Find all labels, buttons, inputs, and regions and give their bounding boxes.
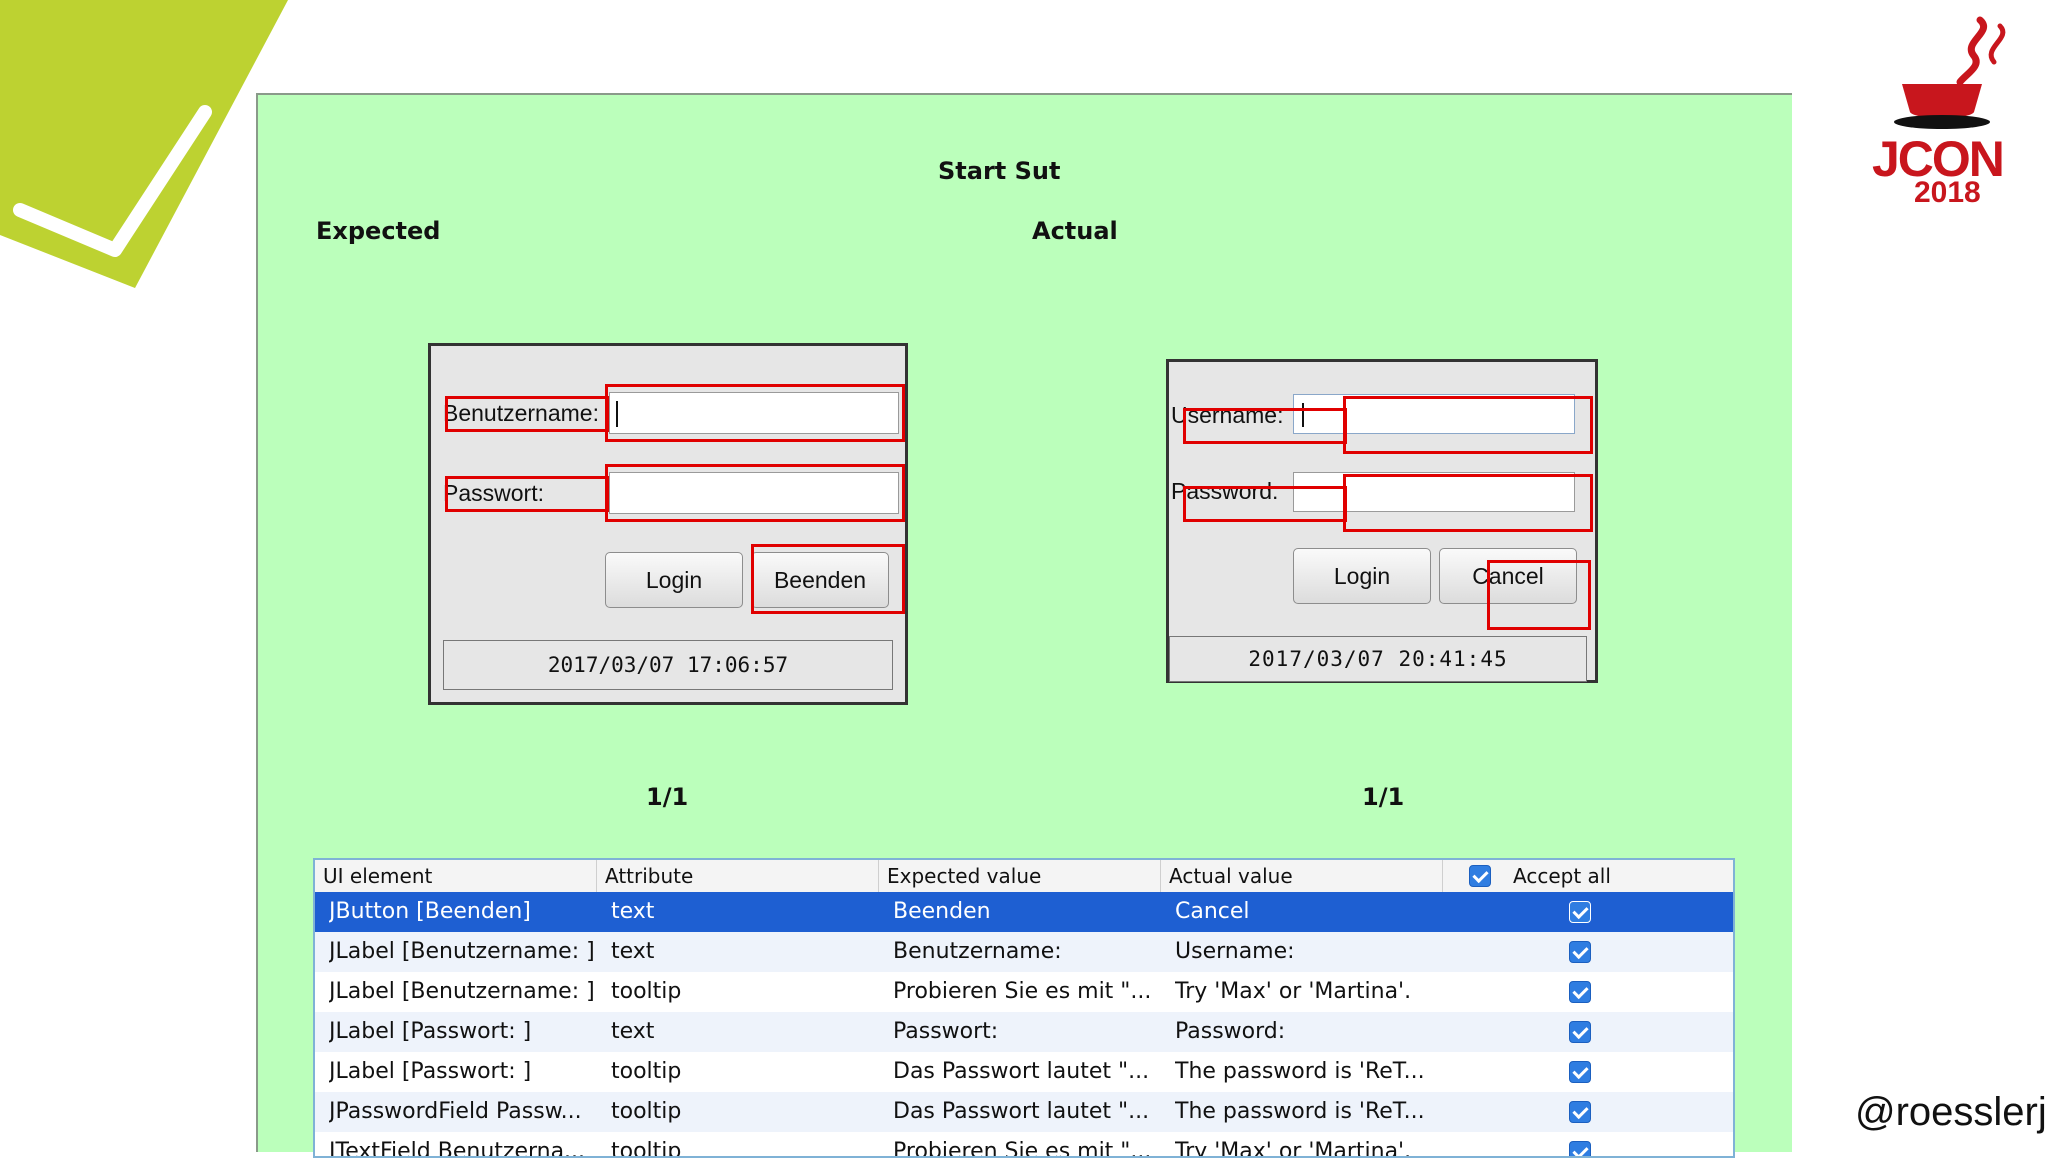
table-cell-expected: Das Passwort lautet "... — [893, 1059, 1150, 1084]
accept-checkbox[interactable] — [1569, 901, 1591, 923]
expected-login-button[interactable]: Login — [605, 552, 743, 608]
expected-username-field[interactable] — [609, 392, 899, 434]
column-header-expected-value[interactable]: Expected value — [879, 860, 1161, 892]
text-caret — [1302, 403, 1304, 427]
column-header-attribute[interactable]: Attribute — [597, 860, 879, 892]
table-cell-attribute: text — [611, 939, 655, 964]
expected-cancel-button[interactable]: Beenden — [751, 552, 889, 608]
accept-checkbox[interactable] — [1569, 981, 1591, 1003]
table-cell-attribute: text — [611, 1019, 655, 1044]
expected-page-indicator: 1/1 — [646, 783, 689, 811]
diff-highlight — [1183, 408, 1347, 444]
actual-cancel-button[interactable]: Cancel — [1439, 548, 1577, 604]
table-cell-attribute: tooltip — [611, 1139, 682, 1158]
table-cell-attribute: text — [611, 899, 655, 924]
diff-highlight — [1343, 474, 1593, 532]
expected-password-field[interactable] — [609, 472, 899, 514]
table-cell-element: JLabel [Passwort: ] — [329, 1019, 532, 1044]
actual-heading: Actual — [1032, 217, 1118, 245]
table-cell-actual: Username: — [1175, 939, 1295, 964]
table-cell-element: JLabel [Passwort: ] — [329, 1059, 532, 1084]
accept-checkbox[interactable] — [1569, 1101, 1591, 1123]
table-cell-expected: Das Passwort lautet "... — [893, 1099, 1150, 1124]
diff-highlight — [445, 396, 609, 432]
corner-check-decoration — [0, 0, 288, 288]
coffee-cup-icon — [1894, 16, 2006, 129]
diff-highlight — [1183, 486, 1347, 522]
twitter-handle: @roesslerj — [1855, 1090, 2047, 1134]
table-cell-actual: Password: — [1175, 1019, 1286, 1044]
table-cell-element: JPasswordField Passw... — [329, 1099, 582, 1124]
diff-highlight — [751, 544, 905, 614]
table-cell-actual: The password is 'ReT... — [1175, 1099, 1425, 1124]
actual-screenshot: Username: Password: Login Cancel 2017/03… — [1166, 359, 1598, 683]
column-header-ui-element[interactable]: UI element — [315, 860, 597, 892]
column-header-accept-all: Accept all — [1513, 864, 1611, 888]
table-cell-expected: Beenden — [893, 899, 991, 924]
table-cell-actual: The password is 'ReT... — [1175, 1059, 1425, 1084]
table-cell-expected: Probieren Sie es mit "... — [893, 1139, 1152, 1158]
table-row[interactable]: JLabel [Passwort: ] text Passwort: Password… — [315, 1012, 1733, 1052]
actual-timestamp: 2017/03/07 20:41:45 — [1169, 636, 1587, 682]
column-header-actual-value[interactable]: Actual value — [1161, 860, 1443, 892]
actual-password-field[interactable] — [1293, 472, 1575, 512]
actual-username-label: Username: — [1171, 402, 1284, 428]
accept-all-checkbox[interactable] — [1469, 865, 1491, 887]
table-cell-element: JTextField Benutzerna... — [329, 1139, 586, 1158]
expected-screenshot: Benutzername: Passwort: Login Beenden 20… — [428, 343, 908, 705]
table-row[interactable]: JLabel [Benutzername: ] tooltip Probieren … — [315, 972, 1733, 1012]
table-cell-expected: Benutzername: — [893, 939, 1062, 964]
table-row[interactable]: JTextField Benutzerna... tooltip Probieren… — [315, 1132, 1733, 1158]
table-cell-element: JButton [Beenden] — [329, 899, 531, 924]
diff-highlight — [1487, 560, 1591, 630]
logo-text-jcon: JCON — [1872, 131, 2005, 187]
actual-page-indicator: 1/1 — [1362, 783, 1405, 811]
table-row[interactable]: JLabel [Passwort: ] tooltip Das Passwort l… — [315, 1052, 1733, 1092]
expected-heading: Expected — [316, 217, 441, 245]
expected-username-label: Benutzername: — [443, 400, 599, 426]
table-cell-actual: Try 'Max' or 'Martina'. — [1175, 979, 1412, 1004]
diff-highlight — [605, 464, 905, 522]
actual-password-label: Password: — [1171, 478, 1279, 504]
table-row[interactable]: JButton [Beenden] text Beenden Cancel — [315, 892, 1733, 932]
diff-highlight — [1343, 396, 1593, 454]
table-cell-element: JLabel [Benutzername: ] — [329, 939, 595, 964]
table-header: UI element Attribute Expected value Actu… — [315, 860, 1733, 893]
accept-checkbox[interactable] — [1569, 941, 1591, 963]
table-cell-attribute: tooltip — [611, 1059, 682, 1084]
table-cell-attribute: tooltip — [611, 1099, 682, 1124]
table-cell-expected: Passwort: — [893, 1019, 999, 1044]
accept-checkbox[interactable] — [1569, 1061, 1591, 1083]
table-cell-actual: Try 'Max' or 'Martina'. — [1175, 1139, 1412, 1158]
table-row[interactable]: JPasswordField Passw... tooltip Das Passwo… — [315, 1092, 1733, 1132]
expected-timestamp: 2017/03/07 17:06:57 — [443, 640, 893, 690]
actual-username-field[interactable] — [1293, 394, 1575, 434]
table-row[interactable]: JLabel [Benutzername: ] text Benutzername:… — [315, 932, 1733, 972]
panel-title: Start Sut — [938, 157, 1061, 185]
jcon-logo: JCON 2018 — [1862, 12, 2022, 212]
table-cell-attribute: tooltip — [611, 979, 682, 1004]
text-caret — [616, 401, 618, 427]
table-cell-actual: Cancel — [1175, 899, 1250, 924]
table-cell-expected: Probieren Sie es mit "... — [893, 979, 1152, 1004]
actual-login-button[interactable]: Login — [1293, 548, 1431, 604]
table-cell-element: JLabel [Benutzername: ] — [329, 979, 595, 1004]
logo-text-year: 2018 — [1914, 176, 1981, 209]
accept-checkbox[interactable] — [1569, 1141, 1591, 1156]
differences-table: UI element Attribute Expected value Actu… — [313, 858, 1735, 1158]
accept-checkbox[interactable] — [1569, 1021, 1591, 1043]
diff-highlight — [445, 476, 609, 512]
expected-password-label: Passwort: — [443, 480, 544, 506]
diff-highlight — [605, 384, 905, 442]
